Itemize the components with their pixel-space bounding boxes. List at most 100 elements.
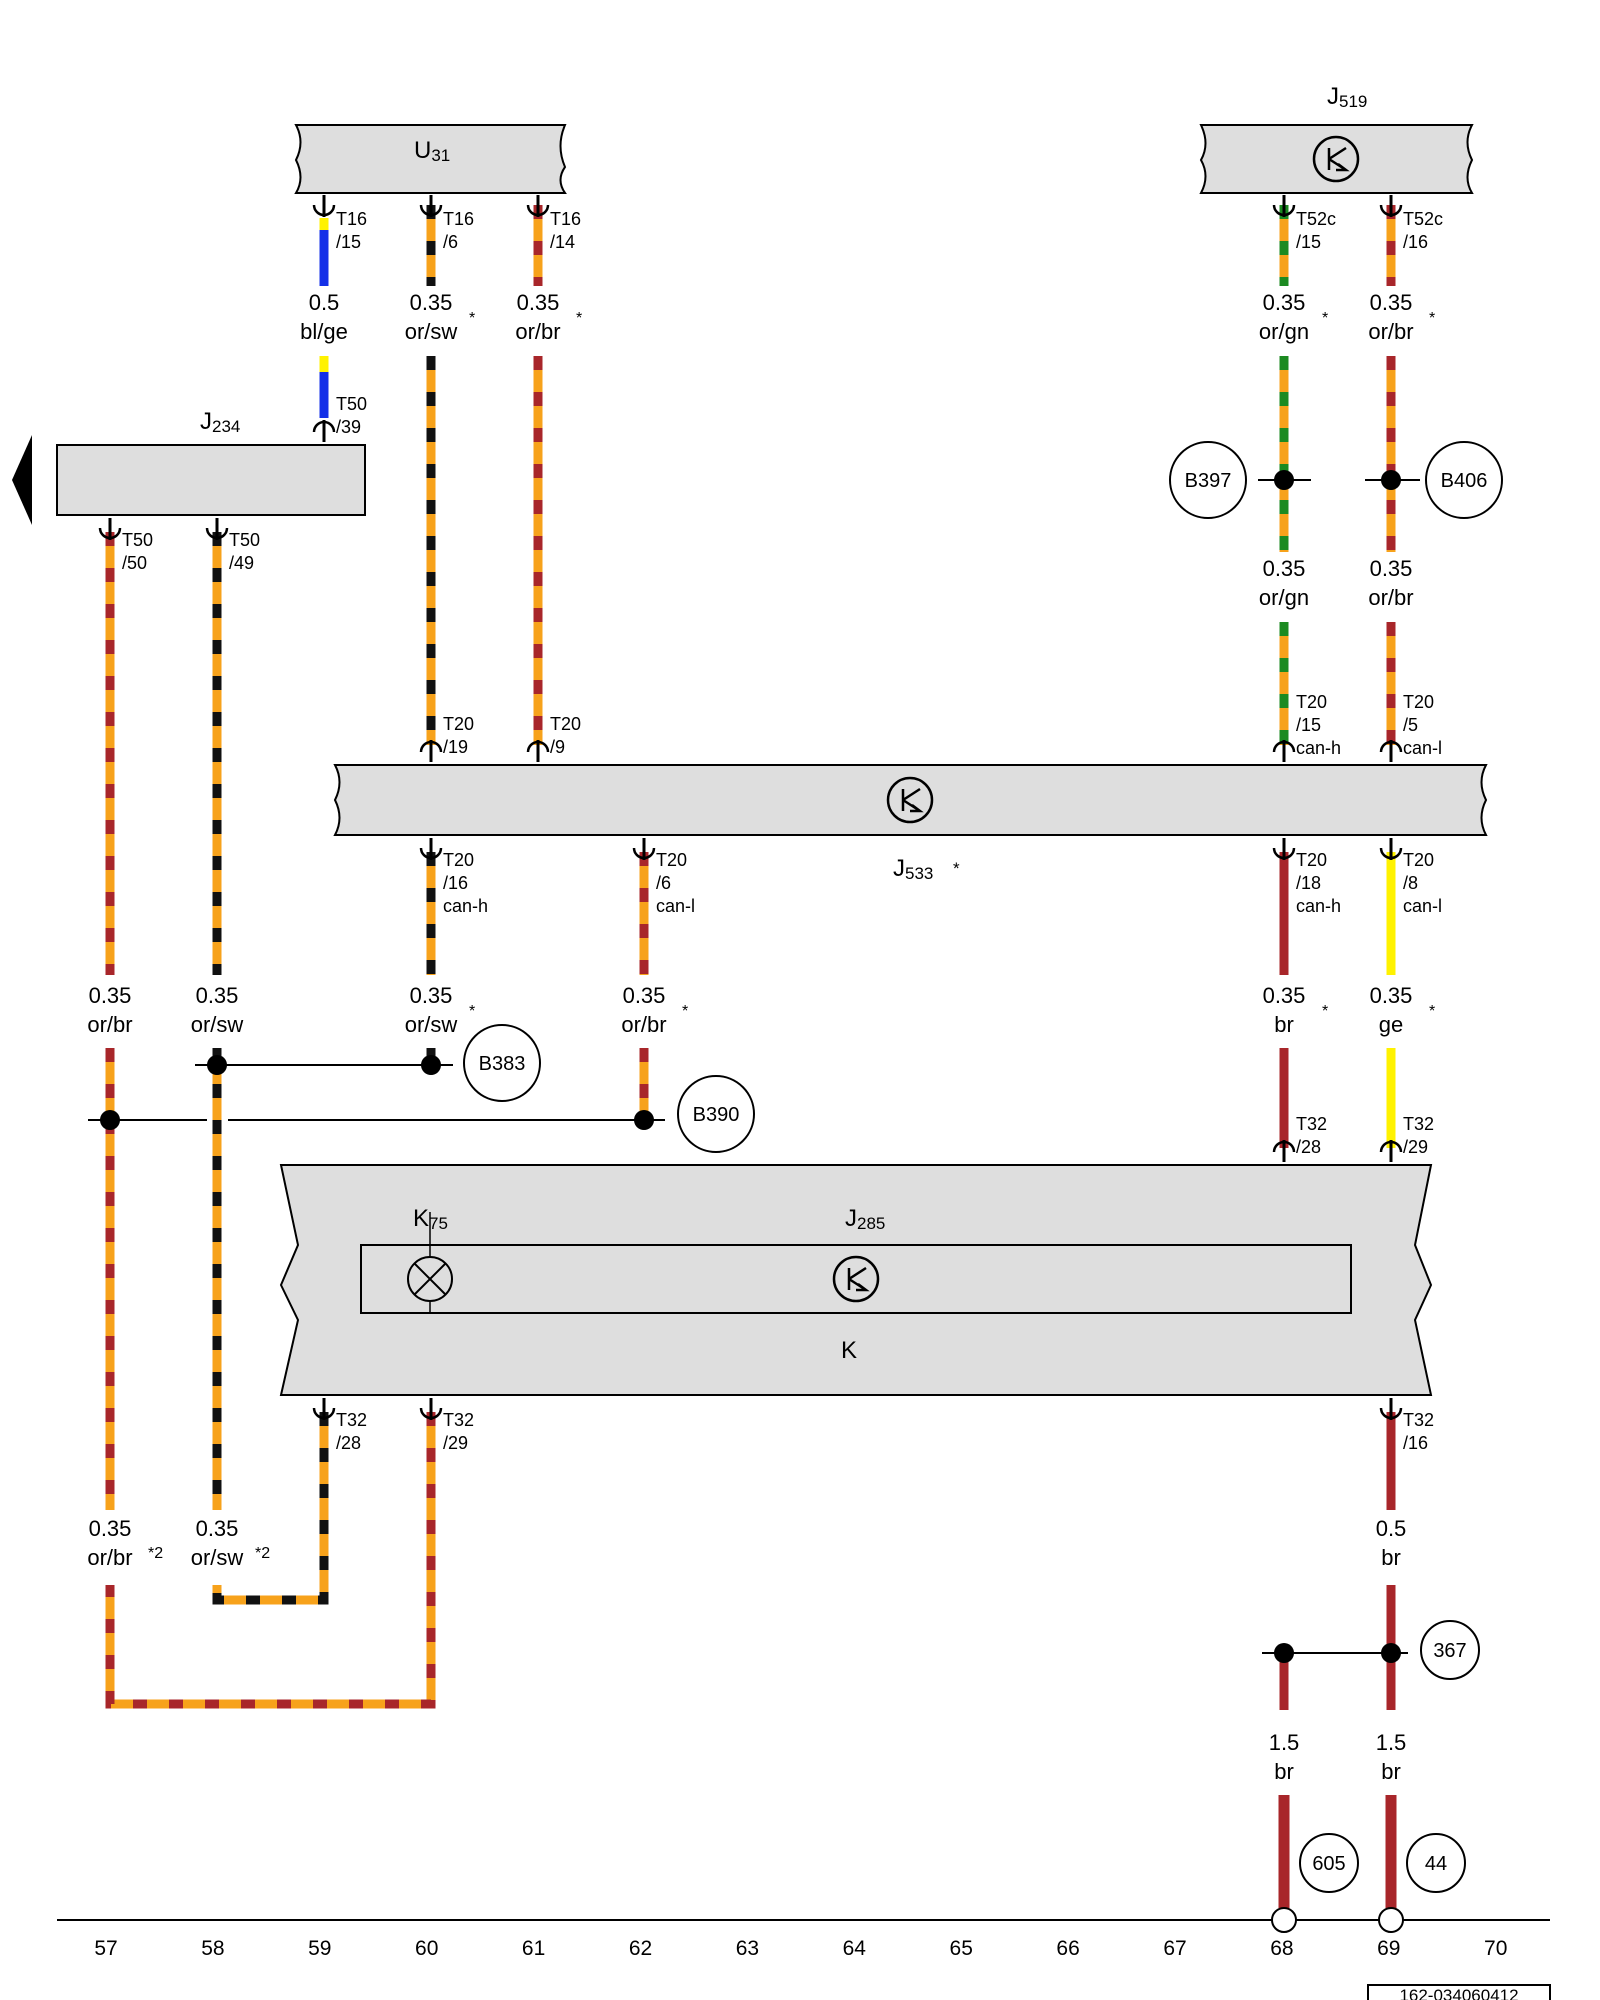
connector-label-k-t32-28-top: T32/28 — [1296, 1114, 1327, 1157]
wire-label-w69-ground: 1.5 br — [1376, 1730, 1407, 1784]
svg-text:br: br — [1381, 1759, 1401, 1784]
svg-text:605: 605 — [1312, 1853, 1345, 1875]
pin-k-t32-28-top — [1272, 1140, 1296, 1162]
column-number: 67 — [1163, 1937, 1186, 1960]
column-number: 60 — [415, 1937, 438, 1960]
svg-text:1.5: 1.5 — [1376, 1730, 1407, 1755]
k75-label: K75 — [413, 1205, 448, 1233]
svg-text:0.35: 0.35 — [1263, 983, 1306, 1008]
svg-text:or/br: or/br — [1368, 585, 1413, 610]
column-number: 61 — [522, 1937, 545, 1960]
connector-label-j519-t52c-15: T52c/15 — [1296, 209, 1336, 252]
pin-j533-t20-8 — [1379, 838, 1403, 860]
svg-text:bl/ge: bl/ge — [300, 319, 348, 344]
svg-text:B397: B397 — [1185, 470, 1232, 492]
b397-splice-marker: B397 — [1169, 441, 1247, 519]
j533-control-unit-icon — [886, 776, 934, 824]
ground-605-marker: 605 — [1299, 1833, 1359, 1893]
b406-splice-dot — [1381, 470, 1401, 490]
svg-text:0.35: 0.35 — [1263, 290, 1306, 315]
splice-367-marker: 367 — [1420, 1620, 1480, 1680]
svg-text:*: * — [469, 1003, 475, 1020]
svg-text:0.35: 0.35 — [517, 290, 560, 315]
svg-text:B390: B390 — [693, 1104, 740, 1126]
svg-text:or/gn: or/gn — [1259, 319, 1309, 344]
svg-text:or/br: or/br — [621, 1012, 666, 1037]
svg-text:0.35: 0.35 — [89, 1516, 132, 1541]
svg-text:*2: *2 — [255, 1545, 270, 1562]
connector-label-k-t32-29-bot: T32/29 — [443, 1410, 474, 1453]
b383-splice-dot-60 — [421, 1055, 441, 1075]
svg-text:B406: B406 — [1441, 470, 1488, 492]
svg-text:or/br: or/br — [87, 1545, 132, 1570]
pin-j533-t20-6 — [632, 838, 656, 860]
connector-label-j234-t50-49: T50/49 — [229, 530, 260, 573]
svg-text:0.5: 0.5 — [309, 290, 340, 315]
pin-k-t32-16 — [1379, 1398, 1403, 1420]
svg-text:or/sw: or/sw — [405, 1012, 458, 1037]
svg-text:0.35: 0.35 — [410, 290, 453, 315]
b383-splice-dot-58 — [207, 1055, 227, 1075]
j285-transistor-icon — [847, 1266, 870, 1292]
wire-label-w60-mid: 0.35 or/sw * — [405, 983, 476, 1037]
column-number: 64 — [843, 1937, 867, 1960]
svg-text:*: * — [682, 1003, 688, 1020]
pin-j533-t20-9 — [526, 740, 550, 762]
wire-label-w-or-br-r-mid: 0.35 or/br — [1368, 556, 1413, 610]
connector-label-j234-t50-39: T50/39 — [336, 394, 367, 437]
svg-text:0.35: 0.35 — [410, 983, 453, 1008]
column-number: 69 — [1377, 1937, 1400, 1960]
b390-splice-dot-57 — [100, 1110, 120, 1130]
connector-label-u31-t16-15: T16/15 — [336, 209, 367, 252]
pin-u31-t16-15 — [312, 195, 336, 217]
connector-label-k-t32-28-bot: T32/28 — [336, 1410, 367, 1453]
j533-note: * — [953, 859, 960, 878]
svg-text:0.35: 0.35 — [1370, 556, 1413, 581]
j285-housing — [360, 1244, 1352, 1314]
connector-label-k-t32-29-top: T32/29 — [1403, 1114, 1434, 1157]
svg-text:0.35: 0.35 — [196, 983, 239, 1008]
svg-text:*: * — [576, 310, 582, 327]
j533-label: J533 — [893, 855, 933, 883]
svg-text:ge: ge — [1379, 1012, 1403, 1037]
svg-text:0.35: 0.35 — [623, 983, 666, 1008]
column-number: 58 — [201, 1937, 224, 1960]
ground-terminal-69 — [1378, 1907, 1404, 1933]
column-number: 57 — [94, 1937, 117, 1960]
column-number: 59 — [308, 1937, 331, 1960]
pin-j533-t20-16 — [419, 838, 443, 860]
svg-text:0.35: 0.35 — [1263, 556, 1306, 581]
svg-text:or/gn: or/gn — [1259, 585, 1309, 610]
pin-j533-t20-19 — [419, 740, 443, 762]
svg-text:or/sw: or/sw — [405, 319, 458, 344]
svg-text:or/sw: or/sw — [191, 1545, 244, 1570]
b390-splice-dot-62 — [634, 1110, 654, 1130]
j519-transistor-icon — [1327, 146, 1350, 172]
j234-continuation-arrow — [12, 435, 32, 525]
j533-housing — [333, 764, 1488, 836]
column-number: 70 — [1484, 1937, 1507, 1960]
svg-text:0.5: 0.5 — [1376, 1516, 1407, 1541]
wire-label-w-or-gn-mid: 0.35 or/gn — [1259, 556, 1309, 610]
svg-text:44: 44 — [1425, 1853, 1447, 1875]
connector-label-j533-t20-9: T20/9 — [550, 714, 581, 757]
connector-label-u31-t16-14: T16/14 — [550, 209, 581, 252]
k75-lamp-cross-icon — [414, 1263, 446, 1295]
b383-splice-marker: B383 — [463, 1024, 541, 1102]
svg-text:0.35: 0.35 — [1370, 290, 1413, 315]
j285-control-unit-icon — [832, 1255, 880, 1303]
j285-label: J285 — [845, 1205, 885, 1233]
j519-label: J519 — [1327, 83, 1367, 111]
b406-splice-marker: B406 — [1425, 441, 1503, 519]
